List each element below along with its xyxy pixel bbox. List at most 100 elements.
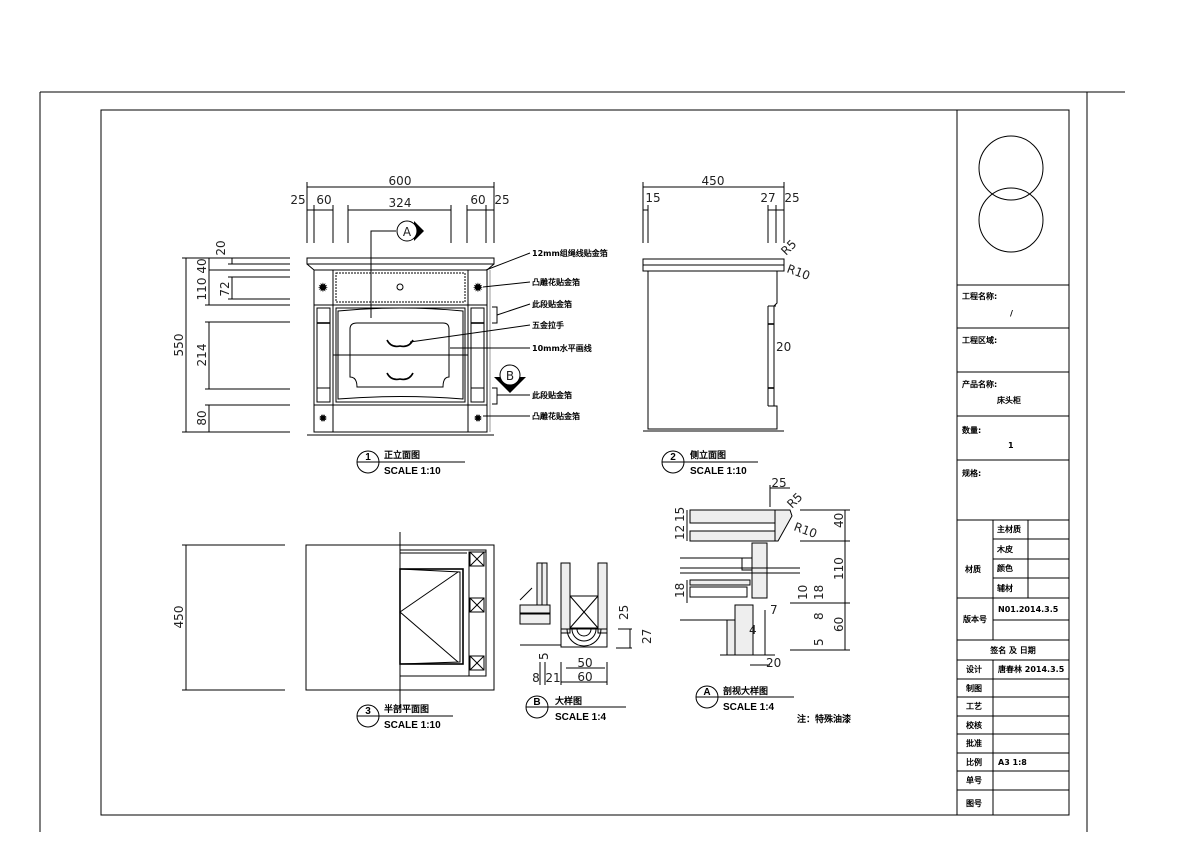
view-scale: SCALE 1:10 bbox=[384, 466, 441, 477]
callout-text: 此段贴金箔 bbox=[532, 390, 572, 400]
sign-row-label: 制图 bbox=[966, 683, 982, 693]
dim-r10: R10 bbox=[785, 262, 812, 283]
project-name-label: 工程名称: bbox=[962, 291, 997, 301]
dim-40: 40 bbox=[832, 513, 846, 528]
logo-circle bbox=[978, 135, 1044, 201]
side-elevation-view: 450 15 27 25 R5 R10 20 2 侧立面图 SCALE 1:10 bbox=[642, 174, 812, 477]
dim-600: 600 bbox=[389, 174, 412, 188]
view-label-detail-b: B 大样图 SCALE 1:4 bbox=[525, 695, 626, 723]
version-label: 版本号 bbox=[962, 614, 987, 624]
dim-550: 550 bbox=[172, 334, 186, 357]
sign-row-label: 设计 bbox=[966, 664, 982, 674]
view-label-detail-a: A 剖视大样图 SCALE 1:4 bbox=[695, 685, 794, 713]
dim-110: 110 bbox=[832, 557, 846, 580]
cabinet-top bbox=[306, 257, 495, 265]
view-title: 大样图 bbox=[555, 695, 582, 707]
dim-80: 80 bbox=[195, 410, 209, 425]
dim-60-right: 60 bbox=[470, 193, 485, 207]
detail-b-view: 25 27 5 50 60 8 21 B 大样图 SCALE 1:4 bbox=[519, 562, 654, 723]
dim-20: 20 bbox=[766, 656, 781, 670]
detail-a-view: 25 R5 R10 15 12 40 110 18 10 18 8 60 5 7… bbox=[673, 476, 851, 725]
dim-12: 12 bbox=[673, 525, 687, 540]
drawer-knob bbox=[396, 283, 404, 291]
project-area-label: 工程区域: bbox=[962, 335, 997, 345]
sign-row-label: 工艺 bbox=[966, 701, 982, 711]
callout-text: 12mm组绳线贴金箔 bbox=[532, 248, 608, 258]
view-number: B bbox=[533, 697, 540, 708]
sign-row-label: 校核 bbox=[966, 720, 982, 730]
dim-450: 450 bbox=[172, 606, 186, 629]
quantity-value: 1 bbox=[1008, 441, 1014, 450]
left-pillar bbox=[316, 307, 331, 403]
sign-row-value: A3 1:8 bbox=[998, 758, 1027, 767]
dim-60: 60 bbox=[832, 617, 846, 632]
logo-circle bbox=[978, 187, 1044, 253]
callout-text: 凸雕花贴金箔 bbox=[532, 277, 580, 287]
product-name-label: 产品名称: bbox=[962, 379, 997, 389]
half-section-plan-view: 450 3 半剖平面图 SCALE 1:10 bbox=[172, 532, 495, 731]
dim-25: 25 bbox=[771, 476, 786, 490]
material-label: 材质 bbox=[965, 564, 981, 574]
dim-25: 25 bbox=[784, 191, 799, 205]
view-title: 半剖平面图 bbox=[384, 703, 429, 715]
section-marker-a bbox=[396, 220, 418, 242]
view-title: 剖视大样图 bbox=[723, 685, 768, 697]
quantity-label: 数量: bbox=[962, 425, 981, 435]
dim-324: 324 bbox=[389, 196, 412, 210]
carved-rosette-icon: ✹ bbox=[318, 413, 327, 425]
dim-18: 18 bbox=[673, 583, 687, 598]
dim-10: 10 bbox=[796, 585, 810, 600]
carved-rosette-icon: ✹ bbox=[473, 413, 482, 425]
sign-row-label: 图号 bbox=[966, 799, 982, 808]
project-name-value: / bbox=[1010, 309, 1013, 318]
dim-50: 50 bbox=[577, 656, 592, 670]
view-scale: SCALE 1:10 bbox=[690, 466, 747, 477]
dim-18: 18 bbox=[812, 585, 826, 600]
dim-214: 214 bbox=[195, 344, 209, 367]
sign-date-header: 签名 及 日期 bbox=[989, 645, 1036, 655]
view-label-front: 1 正立面图 SCALE 1:10 bbox=[356, 449, 465, 477]
dim-40: 40 bbox=[195, 258, 209, 273]
material-row-label: 颜色 bbox=[997, 563, 1013, 573]
view-number: A bbox=[703, 687, 710, 698]
material-row-label: 主材质 bbox=[997, 524, 1021, 534]
drawer-handle bbox=[386, 372, 414, 381]
callout-text: 10mm水平画线 bbox=[532, 343, 592, 353]
dim-4: 4 bbox=[749, 623, 757, 637]
drawer-handle bbox=[386, 339, 414, 348]
section-arrow-icon bbox=[414, 221, 424, 241]
carved-rosette-icon: ✹ bbox=[473, 280, 484, 295]
sheet-border bbox=[39, 91, 1125, 832]
dim-21: 21 bbox=[545, 671, 560, 685]
spec-label: 规格: bbox=[962, 468, 981, 478]
sign-row-label: 单号 bbox=[966, 775, 982, 785]
dim-8: 8 bbox=[812, 612, 826, 620]
callout-text: 凸雕花贴金箔 bbox=[532, 411, 580, 421]
dim-27: 27 bbox=[760, 191, 775, 205]
section-b-label: B bbox=[506, 369, 514, 383]
carved-rosette-icon: ✹ bbox=[318, 280, 329, 295]
material-row-label: 木皮 bbox=[996, 544, 1013, 554]
drawer-panel bbox=[349, 322, 450, 388]
view-label-side: 2 侧立面图 SCALE 1:10 bbox=[661, 449, 758, 477]
dim-15: 15 bbox=[645, 191, 660, 205]
callout-text: 五金拉手 bbox=[532, 320, 564, 330]
version-value: N01.2014.3.5 bbox=[998, 605, 1059, 614]
dim-450: 450 bbox=[702, 174, 725, 188]
view-label-plan: 3 半剖平面图 SCALE 1:10 bbox=[356, 703, 453, 731]
dim-15: 15 bbox=[673, 507, 687, 522]
upper-drawer bbox=[332, 269, 469, 306]
sign-row-label: 比例 bbox=[966, 757, 982, 767]
dim-20: 20 bbox=[214, 240, 228, 255]
title-block: 工程名称: / 工程区域: 产品名称: 床头柜 数量: 1 规格: 材质 主材质… bbox=[956, 110, 1069, 815]
cabinet-body bbox=[313, 269, 488, 433]
sign-row-value: 唐春林 2014.3.5 bbox=[998, 664, 1065, 674]
dim-5: 5 bbox=[537, 652, 551, 660]
dim-r10: R10 bbox=[792, 520, 819, 541]
dim-25-left: 25 bbox=[290, 193, 305, 207]
view-title: 侧立面图 bbox=[690, 449, 726, 461]
dim-110: 110 bbox=[195, 278, 209, 301]
dim-60: 60 bbox=[577, 670, 592, 684]
view-scale: SCALE 1:4 bbox=[723, 702, 775, 713]
